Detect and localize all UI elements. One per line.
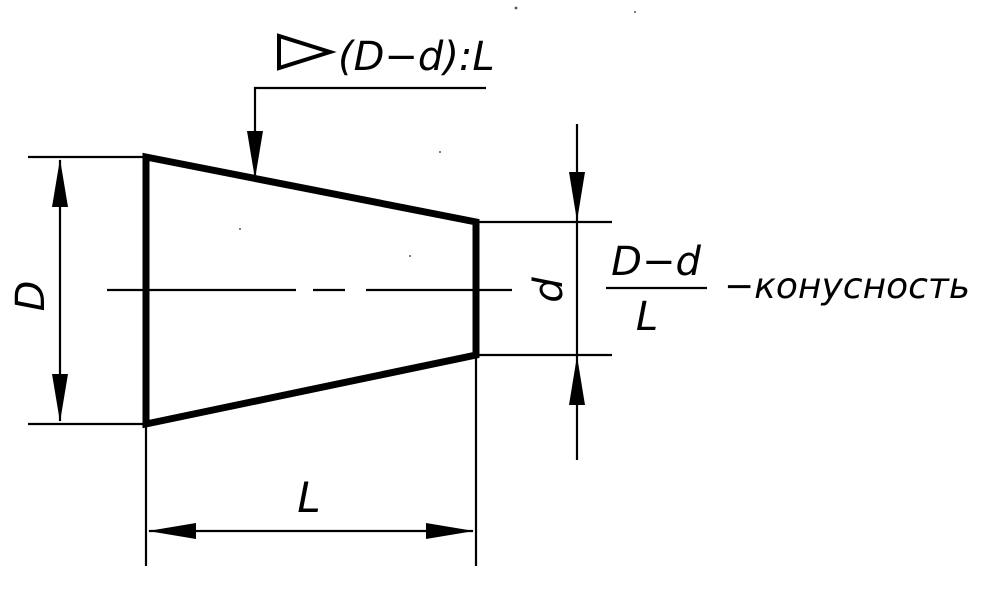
fraction-denominator: L bbox=[636, 294, 658, 340]
label-length: L bbox=[297, 473, 320, 522]
scan-specks bbox=[239, 6, 636, 257]
taper-triangle-icon bbox=[277, 33, 337, 71]
label-taper-callout: (D−d):L bbox=[338, 34, 495, 80]
dimension-d-small bbox=[569, 124, 585, 460]
taper-leader bbox=[247, 86, 486, 179]
label-term: −конусность bbox=[724, 266, 970, 307]
label-small-diameter: d bbox=[526, 277, 572, 303]
dimension-d-large bbox=[52, 159, 68, 422]
label-big-diameter: D bbox=[8, 281, 54, 312]
fraction-numerator: D−d bbox=[611, 239, 701, 285]
dimension-length bbox=[148, 523, 474, 539]
